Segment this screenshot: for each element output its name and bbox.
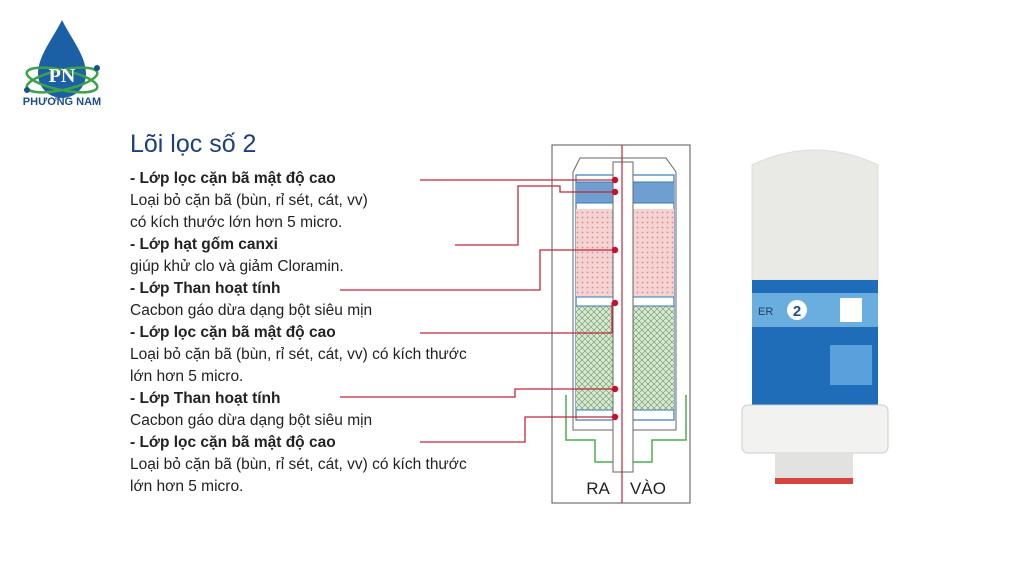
phuong-nam-logo: PN	[24, 20, 100, 98]
layer-3-desc: Cacbon gáo dừa dạng bột siêu mịn	[130, 302, 373, 319]
layer-4-heading: - Lớp lọc cặn bã mật độ cao	[130, 324, 336, 341]
center-tube	[612, 161, 634, 473]
page-title: Lõi lọc số 2	[130, 130, 257, 158]
layer-2-desc: giúp khử clo và giảm Cloramin.	[130, 258, 344, 275]
layer-5-heading: - Lớp Than hoạt tính	[130, 390, 281, 407]
layer-1-desc: Loại bỏ cặn bã (bùn, rỉ sét, cát, vv)	[130, 192, 368, 209]
layer-3-heading: - Lớp Than hoạt tính	[130, 280, 281, 297]
svg-text:ER: ER	[758, 306, 773, 318]
leader-dots	[611, 176, 619, 421]
layer-6-desc: Loại bỏ cặn bã (bùn, rỉ sét, cát, vv) có…	[130, 456, 467, 473]
filter-cartridge-photo: 2 ER	[741, 149, 889, 484]
svg-text:2: 2	[793, 303, 801, 320]
layer-1-desc: có kích thước lớn hơn 5 micro.	[130, 214, 343, 231]
layer-2-heading: - Lớp hạt gốm canxi	[130, 236, 278, 253]
inlet-label: VÀO	[630, 479, 666, 498]
layer-6-desc: lớn hơn 5 micro.	[130, 478, 244, 495]
logo-brand-text: PHƯƠNG NAM	[22, 96, 102, 108]
layer-6-heading: - Lớp lọc cặn bã mật độ cao	[130, 434, 336, 451]
layer-4-desc: lớn hơn 5 micro.	[130, 368, 244, 385]
layer-4-desc: Loại bỏ cặn bã (bùn, rỉ sét, cát, vv) có…	[130, 346, 467, 363]
layer-5-desc: Cacbon gáo dừa dạng bột siêu mịn	[130, 412, 373, 429]
layer-1-heading: - Lớp lọc cặn bã mật độ cao	[130, 170, 336, 187]
outlet-label: RA	[586, 479, 610, 498]
svg-text:PN: PN	[49, 65, 76, 87]
